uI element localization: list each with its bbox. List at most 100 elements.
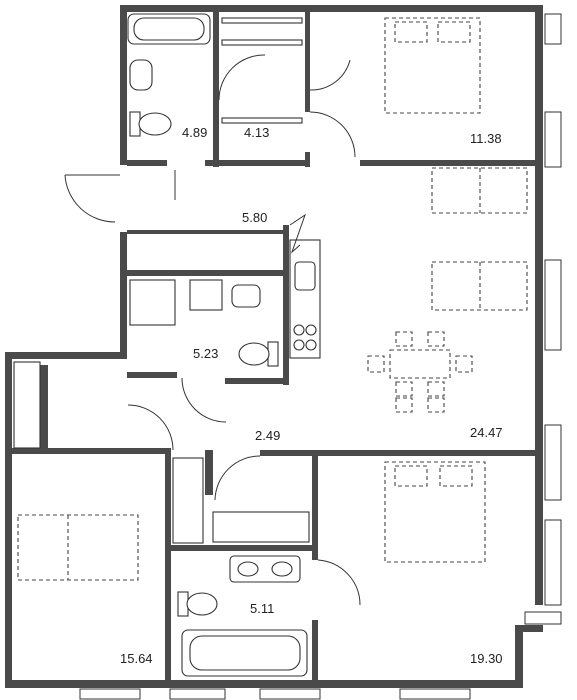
living-furniture bbox=[367, 167, 528, 413]
kitchen-counter bbox=[289, 213, 321, 359]
shelf bbox=[221, 117, 303, 124]
right-wall bbox=[535, 5, 543, 605]
wall bbox=[12, 448, 167, 454]
sofa bbox=[431, 261, 528, 311]
wall bbox=[305, 152, 310, 167]
shelf bbox=[221, 17, 303, 24]
chair bbox=[395, 381, 413, 397]
shower-tray bbox=[129, 279, 176, 326]
area-label-bedroom-3: 19.30 bbox=[470, 651, 503, 666]
mid-left-wall bbox=[120, 232, 127, 357]
bedroom-2-furniture bbox=[13, 361, 139, 581]
bathtub-basin bbox=[133, 17, 205, 41]
toilet-bowl bbox=[186, 592, 218, 616]
exterior-walls bbox=[5, 5, 543, 688]
bedroom-1-bed bbox=[384, 17, 481, 114]
chair bbox=[427, 397, 445, 413]
chair bbox=[427, 331, 445, 347]
area-label-bedroom-1: 11.38 bbox=[470, 131, 502, 146]
wall bbox=[312, 620, 318, 680]
sink bbox=[129, 59, 153, 91]
counter bbox=[289, 239, 321, 359]
wall bbox=[305, 12, 310, 112]
bedroom-3-bed bbox=[384, 461, 486, 563]
entry-door-swing bbox=[64, 174, 116, 223]
bed bbox=[384, 17, 481, 114]
area-label-bedroom-2: 15.64 bbox=[120, 651, 153, 666]
area-label-living-kitchen: 24.47 bbox=[470, 425, 503, 440]
door-swing bbox=[127, 404, 174, 451]
wall bbox=[205, 450, 213, 495]
burner bbox=[293, 324, 305, 336]
washer bbox=[189, 279, 223, 311]
area-labels: 4.89 4.13 11.38 5.80 5.23 24.47 2.49 15.… bbox=[120, 125, 503, 666]
window bbox=[544, 259, 562, 351]
vent-symbol bbox=[289, 213, 306, 254]
window bbox=[544, 519, 562, 606]
door-swing bbox=[214, 455, 261, 501]
wall bbox=[260, 450, 540, 456]
wall bbox=[213, 12, 219, 167]
chair bbox=[367, 355, 385, 373]
door-swing bbox=[181, 377, 227, 423]
chair bbox=[455, 355, 473, 373]
window bbox=[544, 111, 562, 168]
area-label-corridor: 2.49 bbox=[255, 428, 280, 443]
bathroom-2-fixtures bbox=[129, 279, 279, 423]
door-swing bbox=[218, 54, 266, 101]
kitchen-sink bbox=[294, 261, 316, 291]
bathtub-basin bbox=[189, 635, 301, 671]
burner bbox=[293, 339, 305, 351]
wall bbox=[127, 372, 177, 378]
windows bbox=[79, 13, 562, 700]
door-swing bbox=[317, 559, 361, 606]
chair bbox=[395, 397, 413, 413]
pillow bbox=[437, 21, 471, 43]
wall bbox=[127, 160, 167, 166]
wall bbox=[165, 448, 171, 680]
chair bbox=[395, 331, 413, 347]
wardrobe bbox=[172, 457, 204, 544]
wall bbox=[205, 160, 305, 166]
top-wall bbox=[120, 5, 540, 12]
bathroom-1-fixtures bbox=[127, 13, 266, 137]
wall bbox=[283, 225, 289, 385]
door-swing bbox=[309, 59, 351, 91]
chair bbox=[427, 381, 445, 397]
wall bbox=[127, 270, 287, 276]
lower-left-wall bbox=[5, 352, 12, 687]
bottom-wall bbox=[5, 680, 520, 688]
bathroom-3-fixtures bbox=[177, 555, 361, 677]
area-label-hallway: 5.80 bbox=[242, 210, 267, 225]
window bbox=[169, 688, 226, 700]
sink-basin bbox=[237, 561, 259, 577]
wall bbox=[127, 230, 287, 234]
wardrobe-1-shelves bbox=[221, 17, 356, 158]
wall bbox=[225, 378, 289, 384]
toilet-bowl bbox=[238, 342, 270, 366]
pillow bbox=[394, 465, 428, 487]
area-label-bathroom-2: 5.23 bbox=[193, 346, 218, 361]
sink bbox=[231, 284, 261, 308]
wall bbox=[360, 160, 540, 166]
area-label-bathroom-3: 5.11 bbox=[250, 601, 274, 616]
toilet-bowl bbox=[138, 112, 172, 136]
door-swing bbox=[309, 111, 356, 158]
dining-table bbox=[389, 349, 451, 379]
wall bbox=[312, 450, 318, 560]
burner bbox=[305, 339, 317, 351]
area-label-wardrobe-1: 4.13 bbox=[244, 125, 269, 140]
window bbox=[79, 688, 141, 700]
pillow bbox=[394, 21, 428, 43]
pillow bbox=[439, 465, 473, 487]
corner-wall bbox=[515, 625, 543, 632]
left-step-wall bbox=[5, 352, 127, 359]
window bbox=[259, 688, 321, 700]
burner bbox=[305, 324, 317, 336]
upper-left-wall bbox=[120, 5, 127, 165]
area-label-bathroom-1: 4.89 bbox=[182, 125, 207, 140]
wall bbox=[40, 365, 48, 450]
shelf bbox=[221, 39, 303, 46]
bed bbox=[384, 461, 486, 563]
